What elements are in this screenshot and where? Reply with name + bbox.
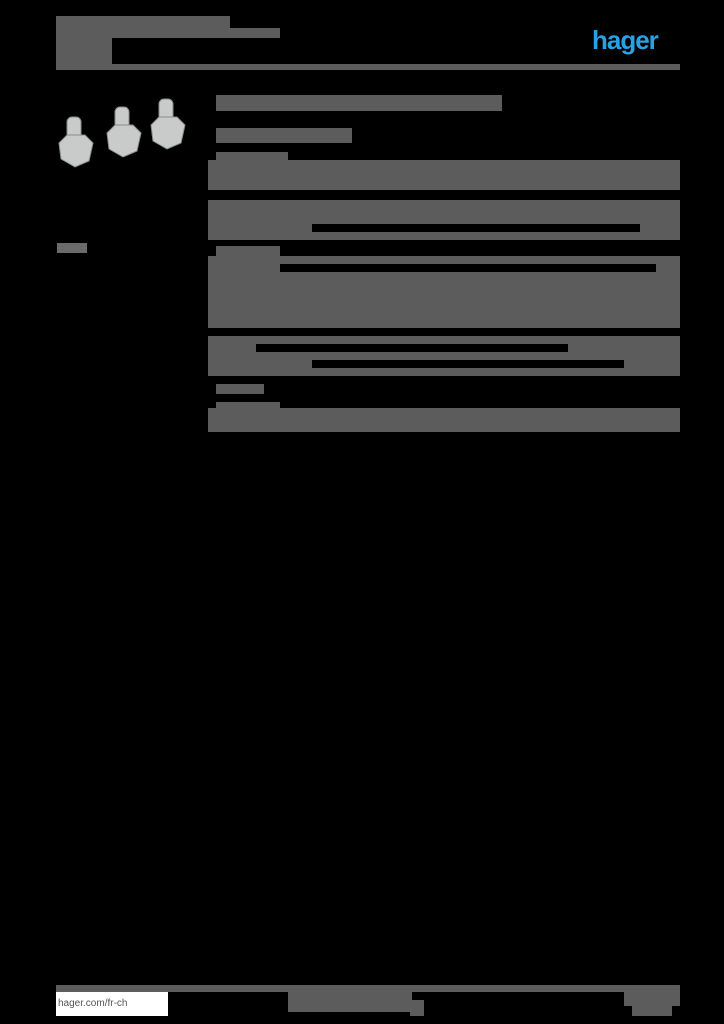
screw-icon <box>58 98 186 168</box>
footer-website-link[interactable]: hager.com/fr-ch <box>56 992 168 1016</box>
footer-page-info <box>624 990 680 1006</box>
spec-table <box>208 160 680 190</box>
product-title <box>216 95 502 111</box>
header-rule <box>56 64 680 70</box>
doc-title-block <box>56 16 230 30</box>
doc-title-block <box>56 28 280 38</box>
spec-table <box>208 200 680 240</box>
hager-logo: hager <box>592 25 659 55</box>
section-heading <box>216 246 280 258</box>
product-subtitle <box>216 128 352 143</box>
section-heading <box>216 384 264 394</box>
footer-page-info <box>632 1006 672 1016</box>
spec-row-label <box>216 402 280 408</box>
section-heading <box>216 152 288 162</box>
product-image <box>58 98 186 168</box>
spec-table <box>208 408 680 432</box>
product-side-label <box>57 243 87 253</box>
doc-subtitle-block <box>56 38 112 64</box>
footer-rule <box>56 985 680 992</box>
footer-center-text <box>410 1000 424 1016</box>
footer-center-text <box>288 990 412 1012</box>
section-divider <box>208 375 680 376</box>
spec-table <box>208 336 680 376</box>
